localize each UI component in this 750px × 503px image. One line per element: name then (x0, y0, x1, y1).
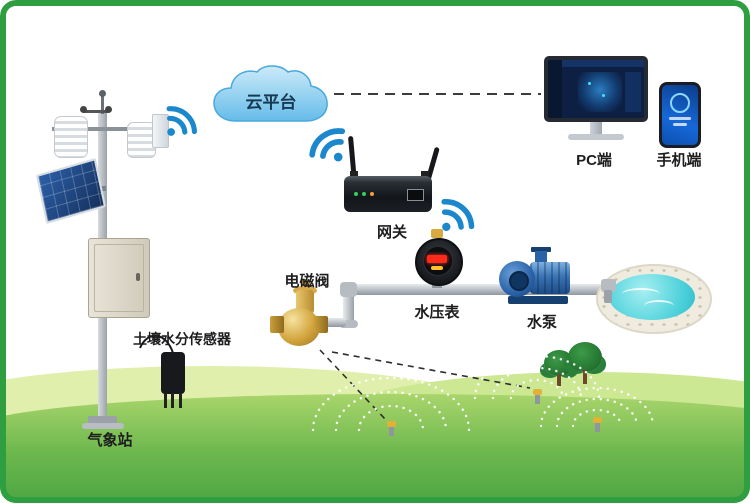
anemometer-icon (84, 110, 108, 113)
station-crossarm (52, 127, 168, 131)
valve-flange (314, 316, 328, 333)
pool-inlet-spout (604, 290, 612, 303)
gauge-top-fitting (431, 229, 443, 238)
soil-sensor-label: 土壤水分传感器 (133, 331, 231, 347)
status-led (354, 192, 358, 196)
pipe-elbow (340, 282, 357, 297)
sensor-prong (179, 393, 182, 408)
weather-station-label: 气象站 (87, 432, 133, 449)
cloud-label: 云平台 (245, 93, 297, 112)
pump-label: 水泵 (526, 314, 557, 331)
anemometer-cup (105, 106, 112, 113)
gauge-label: 水压表 (414, 304, 460, 321)
pump-flange (531, 247, 551, 252)
sprinkler-icon (533, 389, 542, 404)
map-marker (602, 94, 605, 97)
dashboard-topbar (562, 60, 644, 67)
mobile-label: 手机端 (656, 152, 702, 169)
gateway-router-icon (344, 176, 432, 212)
pc-monitor-icon (544, 56, 648, 122)
dashboard-map (578, 72, 622, 112)
pump-base (508, 296, 568, 304)
sensor-prong (164, 393, 167, 408)
water-wave (622, 288, 660, 300)
soil-sensor-icon (161, 352, 185, 394)
tree (568, 342, 602, 384)
gauge-display (427, 255, 447, 263)
phone-app-line (669, 117, 691, 120)
pipe-horizontal (346, 284, 612, 295)
sprinkler-icon (387, 421, 396, 436)
sprinkler-icon (593, 417, 602, 432)
phone-app-line (673, 123, 687, 126)
antenna-connector (421, 171, 429, 176)
wifi-signal-icon (289, 105, 368, 184)
cloud-icon: 云平台 (210, 62, 332, 132)
monitor-base (568, 134, 624, 140)
sprinkler-stem (389, 427, 394, 436)
cabinet-door (94, 244, 144, 312)
pump-outlet (535, 251, 547, 265)
station-base (88, 416, 117, 425)
pipe-collar (339, 320, 358, 328)
tree-trunk (583, 370, 587, 384)
dashboard-panel (625, 72, 641, 112)
gauge-sub-display (431, 266, 443, 270)
gateway-label: 网关 (376, 224, 407, 241)
cabinet-handle (136, 273, 140, 281)
pump-inlet (509, 271, 529, 291)
station-base-plate (82, 423, 124, 429)
valve-flange (270, 316, 284, 333)
wifi-signal-icon (146, 86, 217, 157)
valve-label: 电磁阀 (284, 273, 330, 290)
antenna-tip (99, 90, 106, 97)
monitor-screen (548, 60, 644, 118)
antenna-icon (101, 94, 104, 114)
radiation-shield-icon (54, 116, 88, 158)
cloud-shape (213, 65, 328, 122)
solar-panel-icon (35, 157, 107, 225)
phone-app-ring (670, 93, 690, 113)
sensor-prong (171, 393, 174, 408)
smartphone-icon (659, 82, 701, 148)
pump-motor (530, 262, 570, 294)
solenoid-valve-icon (278, 308, 320, 346)
valve-coil-top (301, 279, 310, 287)
water-wave (644, 300, 674, 312)
pressure-gauge-icon (415, 238, 463, 286)
map-marker (588, 82, 591, 85)
phone-screen (662, 85, 698, 145)
anemometer-cup (80, 106, 87, 113)
sprinkler-stem (595, 423, 600, 432)
control-cabinet (88, 238, 150, 318)
pool-inlet-elbow (601, 279, 616, 292)
sprinkler-stem (535, 395, 540, 404)
antenna-connector (350, 171, 358, 176)
tree-trunk (557, 374, 561, 386)
water-pump-icon (499, 261, 535, 297)
monitor-stand (590, 122, 602, 135)
dashboard-sidebar (548, 60, 562, 118)
pc-label: PC端 (576, 152, 612, 169)
pipe-vertical (343, 288, 354, 328)
wifi-signal-icon (419, 177, 495, 253)
tree-crown (568, 342, 602, 372)
ethernet-port (407, 189, 424, 201)
valve-outlet-pipe (326, 318, 346, 327)
